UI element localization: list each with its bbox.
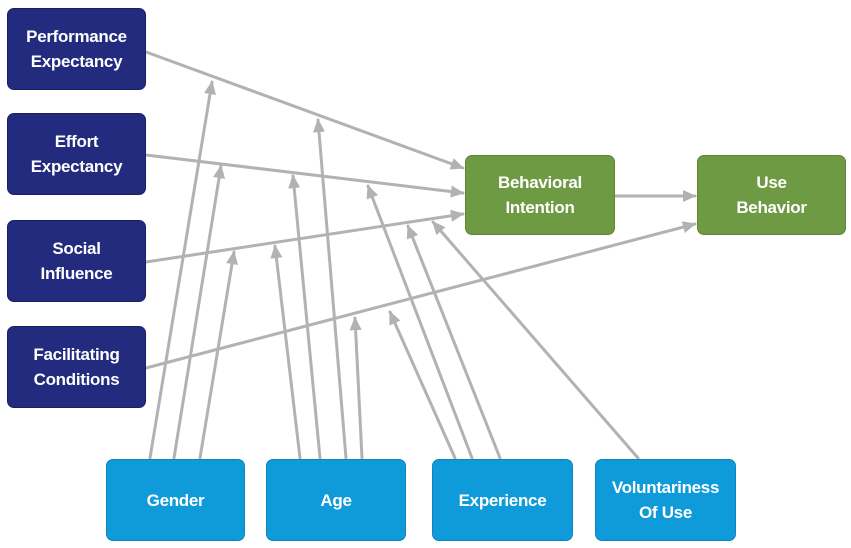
node-performance-expectancy: Performance Expectancy — [7, 8, 146, 90]
arrow-experience-mod-1 — [366, 184, 474, 460]
arrow-gender-mod-2 — [172, 164, 226, 460]
node-facilitating-conditions: Facilitating Conditions — [7, 326, 146, 408]
arrow-age-mod-4 — [349, 316, 364, 460]
arrow-experience-mod-2 — [406, 224, 502, 460]
node-age: Age — [266, 459, 406, 541]
arrow-gender-mod-1 — [148, 80, 217, 460]
node-use-behavior: Use Behavior — [697, 155, 846, 235]
arrow-fc-to-ub — [144, 221, 697, 370]
arrow-age-mod-1 — [312, 118, 348, 460]
node-voluntariness-of-use: Voluntariness Of Use — [595, 459, 736, 541]
arrow-pe-to-bi — [144, 50, 465, 170]
node-effort-expectancy: Effort Expectancy — [7, 113, 146, 195]
arrow-age-mod-3 — [270, 244, 302, 460]
node-behavioral-intention: Behavioral Intention — [465, 155, 615, 235]
node-experience: Experience — [432, 459, 573, 541]
arrow-gender-mod-3 — [198, 250, 239, 460]
node-social-influence: Social Influence — [7, 220, 146, 302]
arrow-age-mod-2 — [288, 174, 322, 460]
arrow-voluntariness-mod-1 — [431, 220, 640, 460]
arrow-si-to-bi — [144, 209, 465, 264]
node-gender: Gender — [106, 459, 245, 541]
arrow-experience-mod-3 — [388, 310, 457, 460]
